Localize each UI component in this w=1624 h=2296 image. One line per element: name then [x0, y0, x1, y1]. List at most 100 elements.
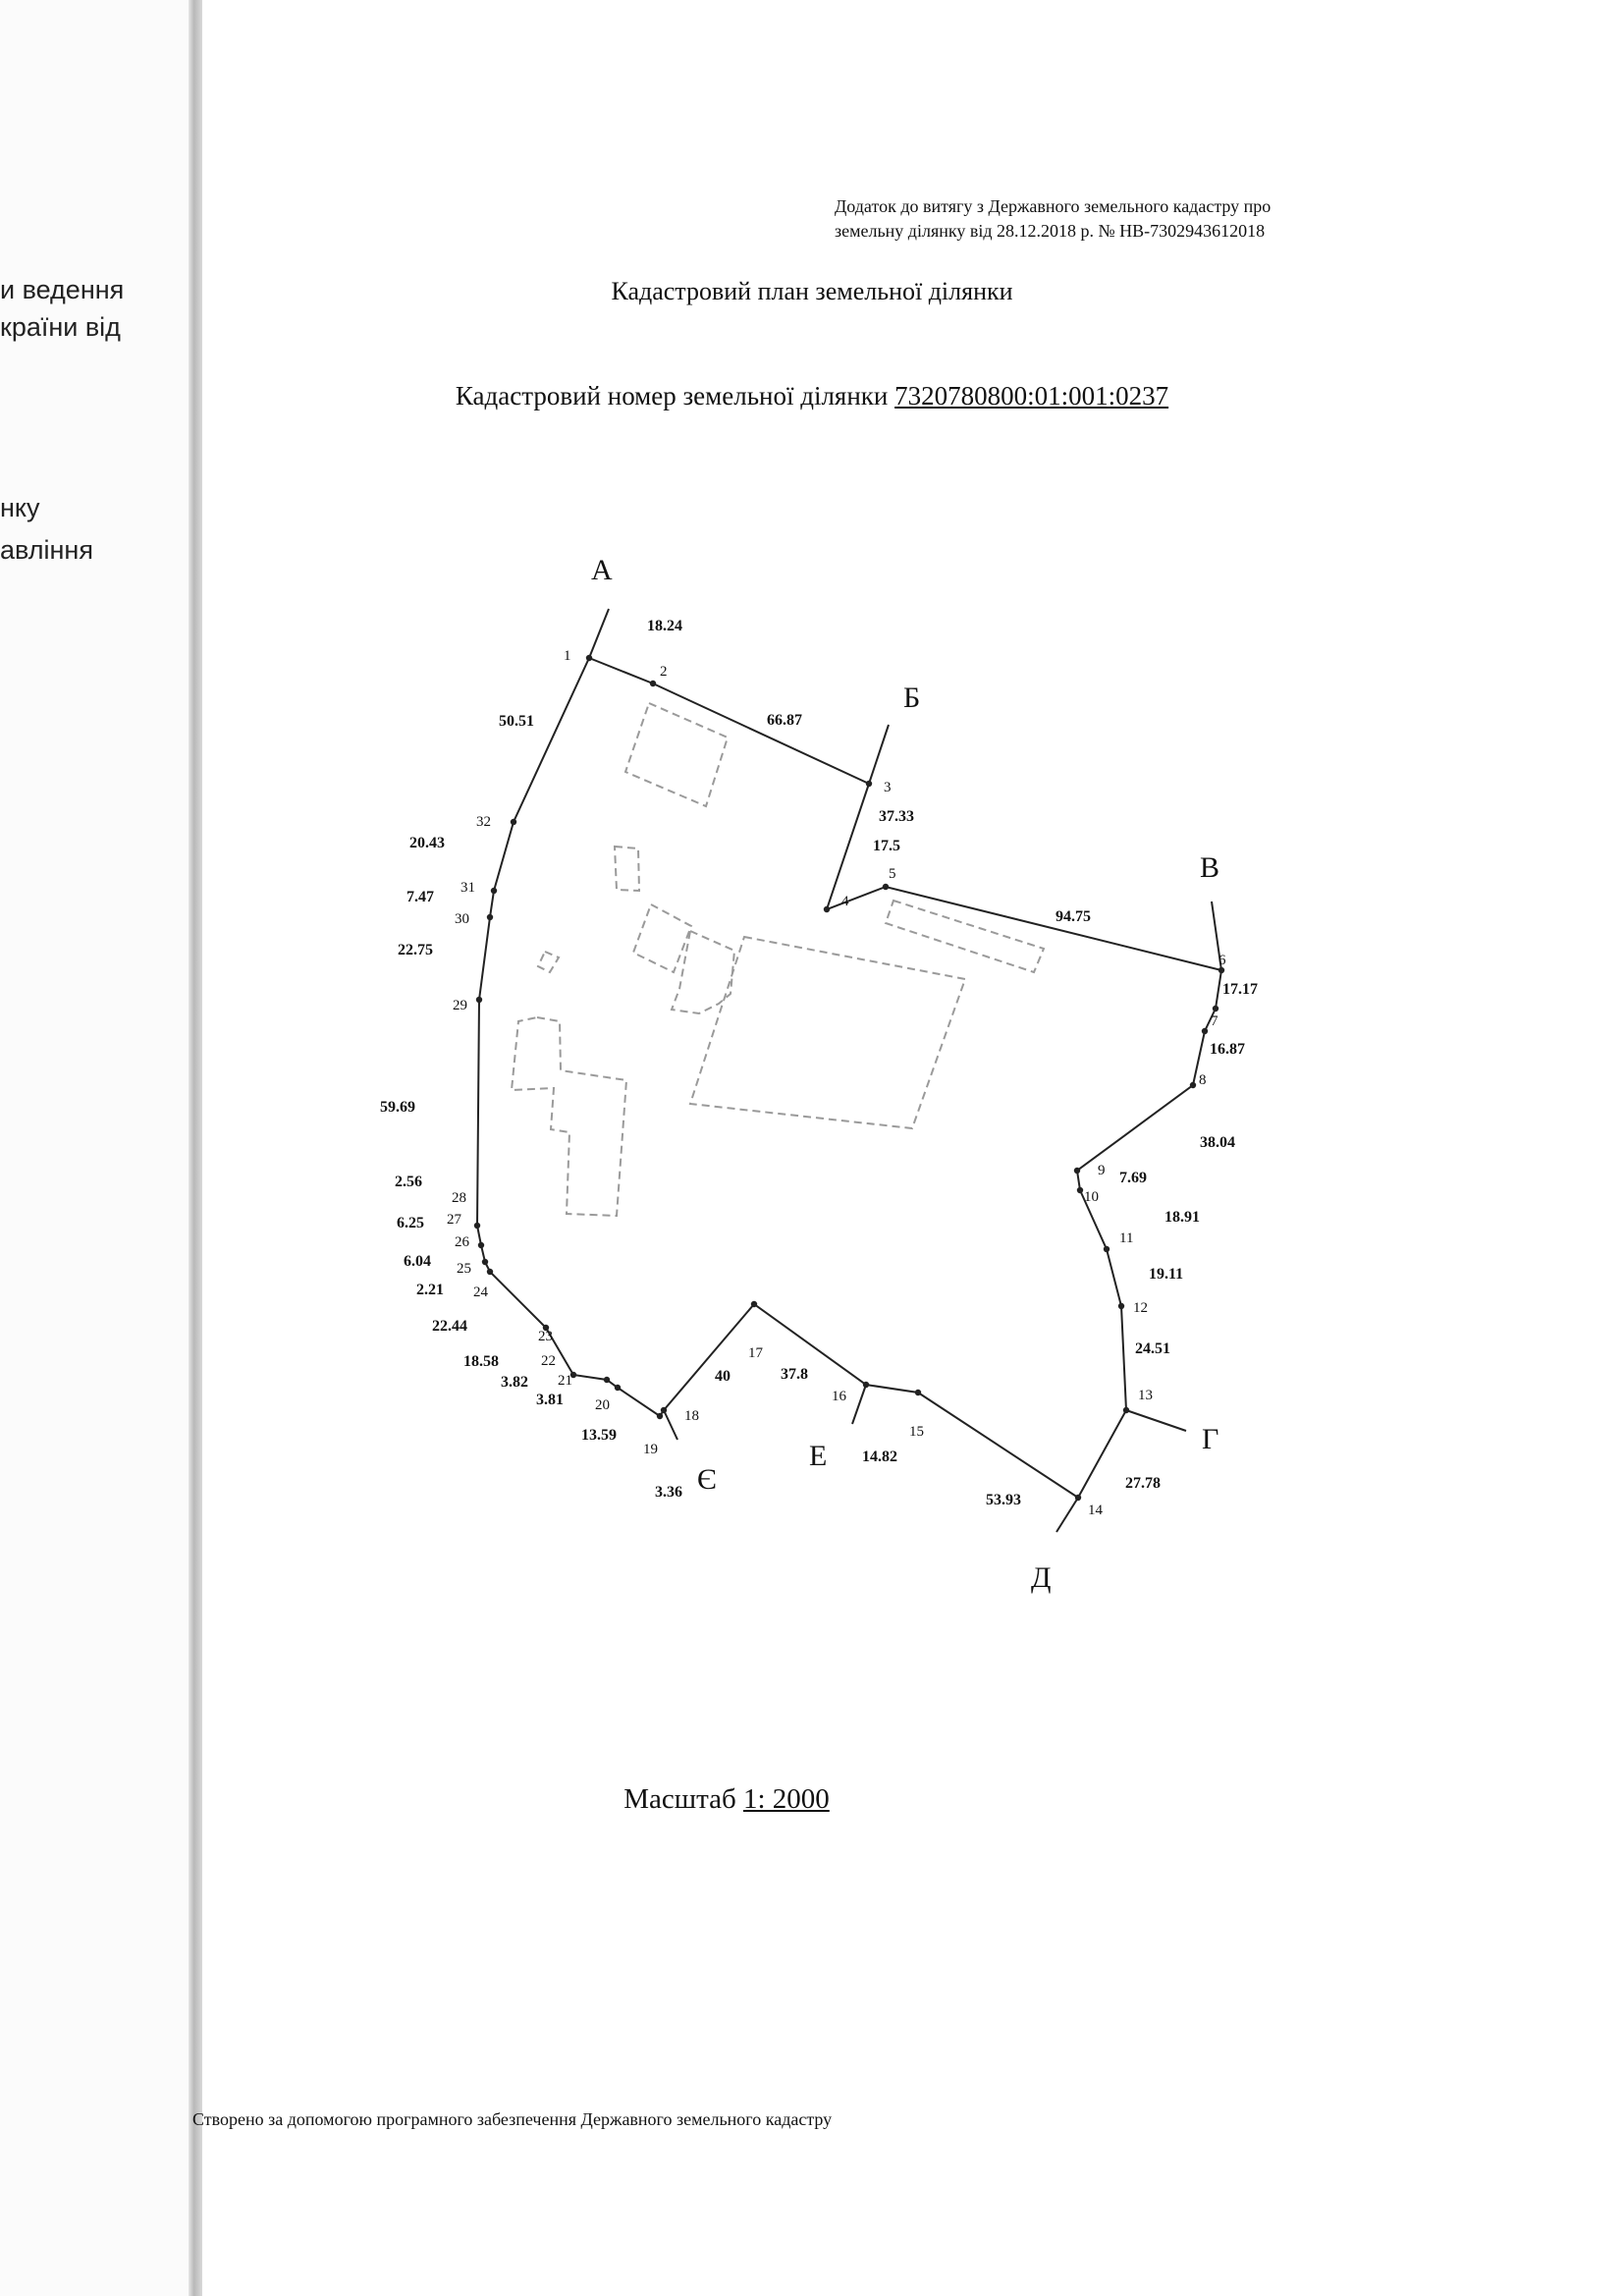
- boundary-point-label: 1: [564, 648, 571, 664]
- document-title: Кадастровий план земельної ділянки: [611, 277, 1013, 305]
- neighbor-boundary-line: [1125, 1409, 1187, 1432]
- segment-length-label: 37.33: [879, 808, 914, 825]
- neighbor-letter-label: В: [1200, 851, 1219, 884]
- segment-length-label: 18.91: [1164, 1209, 1200, 1226]
- boundary-point-marker: [569, 1371, 577, 1379]
- boundary-point-label: 11: [1119, 1230, 1133, 1246]
- neighbor-letter-label: Б: [903, 682, 920, 714]
- neighbor-letter-label: Е: [809, 1440, 827, 1472]
- scale-line: Масштаб 1: 2000: [0, 1783, 1453, 1816]
- previous-page-text: нку: [0, 493, 40, 522]
- building-outline: [510, 1015, 628, 1218]
- boundary-point-label: 27: [447, 1212, 462, 1228]
- page-fold-shadow: [189, 0, 202, 2296]
- boundary-point-label: 5: [889, 866, 896, 882]
- building-outline: [884, 899, 1046, 974]
- boundary-point-label: 16: [832, 1389, 847, 1404]
- segment-length-label: 24.51: [1135, 1340, 1170, 1357]
- boundary-point-marker: [603, 1376, 611, 1384]
- addendum-line: Додаток до витягу з Державного земельног…: [835, 196, 1272, 216]
- neighbor-boundary-line: [1211, 901, 1222, 971]
- segment-length-label: 66.87: [767, 712, 802, 729]
- segment-length-label: 14.82: [862, 1449, 897, 1465]
- parcel-boundary: [475, 656, 1223, 1500]
- segment-length-label: 3.81: [536, 1392, 564, 1408]
- building-outline: [670, 929, 736, 1015]
- segment-length-label: 7.69: [1119, 1170, 1147, 1186]
- boundary-point-marker: [1074, 1494, 1082, 1502]
- boundary-point-marker: [486, 913, 494, 921]
- boundary-point-label: 22: [541, 1353, 556, 1369]
- previous-page-text: країни від: [0, 312, 121, 342]
- boundary-point-label: 21: [558, 1373, 572, 1389]
- building-outline: [613, 845, 641, 893]
- boundary-point-marker: [585, 654, 593, 662]
- boundary-point-marker: [477, 1241, 485, 1249]
- neighbor-boundary-line: [1056, 1497, 1079, 1533]
- segment-length-label: 59.69: [380, 1099, 415, 1116]
- boundary-point-marker: [1117, 1302, 1125, 1310]
- boundary-point-marker: [614, 1384, 622, 1392]
- boundary-point-label: 32: [476, 814, 491, 830]
- boundary-point-label: 31: [460, 880, 475, 896]
- boundary-point-marker: [1201, 1027, 1209, 1035]
- segment-length-label: 3.82: [501, 1374, 528, 1391]
- segment-length-label: 50.51: [499, 713, 534, 730]
- boundary-point-label: 26: [455, 1234, 470, 1250]
- boundary-point-marker: [914, 1389, 922, 1396]
- cadastral-number-line: Кадастровий номер земельної ділянки 7320…: [0, 381, 1624, 411]
- boundary-point-marker: [1218, 966, 1225, 974]
- boundary-point-label: 2: [660, 664, 668, 680]
- building-outline: [631, 902, 693, 974]
- boundary-point-label: 30: [455, 911, 469, 927]
- boundary-point-marker: [823, 905, 831, 913]
- previous-page-text: авління: [0, 535, 93, 565]
- boundary-point-label: 15: [909, 1424, 924, 1440]
- neighbor-boundary-line: [851, 1384, 867, 1425]
- boundary-point-label: 19: [643, 1442, 658, 1457]
- segment-length-label: 19.11: [1149, 1266, 1183, 1283]
- building-outlines: [510, 701, 1046, 1218]
- boundary-point-label: 24: [473, 1285, 489, 1300]
- segment-length-label: 3.36: [655, 1484, 682, 1501]
- boundary-point-marker: [660, 1406, 668, 1414]
- boundary-point-label: 17: [748, 1345, 764, 1361]
- segment-length-label: 22.75: [398, 942, 433, 958]
- plan-labels: 1234567891011121314151617181920212223242…: [380, 554, 1258, 1594]
- boundary-point-marker: [750, 1300, 758, 1308]
- boundary-point-marker: [1073, 1167, 1081, 1175]
- boundary-point-marker: [473, 1222, 481, 1230]
- boundary-point-marker: [1122, 1406, 1130, 1414]
- boundary-lines: [475, 608, 1223, 1533]
- boundary-point-marker: [481, 1258, 489, 1266]
- segment-length-label: 13.59: [581, 1427, 617, 1444]
- neighbor-boundary-line: [868, 724, 890, 785]
- boundary-point-label: 9: [1098, 1163, 1106, 1178]
- previous-page-text: и ведення: [0, 275, 125, 304]
- boundary-point-marker: [865, 780, 873, 788]
- segment-length-label: 20.43: [409, 835, 445, 851]
- boundary-point-label: 28: [452, 1190, 466, 1206]
- segment-length-label: 18.24: [647, 618, 682, 634]
- boundary-point-label: 12: [1133, 1300, 1148, 1316]
- segment-length-label: 7.47: [406, 889, 434, 905]
- boundary-point-label: 10: [1084, 1189, 1099, 1205]
- boundary-point-label: 14: [1088, 1503, 1104, 1518]
- segment-length-label: 27.78: [1125, 1475, 1161, 1492]
- previous-page-strip: и ведення країни від нку авління: [0, 0, 189, 2296]
- segment-length-label: 17.17: [1222, 981, 1258, 998]
- software-footer: Створено за допомогою програмного забезп…: [192, 2109, 833, 2129]
- addendum-header: Додаток до витягу з Державного земельног…: [835, 194, 1271, 244]
- boundary-points: [473, 654, 1225, 1502]
- segment-length-label: 18.58: [463, 1353, 499, 1370]
- boundary-point-label: 8: [1199, 1072, 1207, 1088]
- boundary-point-label: 29: [453, 998, 467, 1013]
- segment-length-label: 37.8: [781, 1366, 808, 1383]
- boundary-point-label: 13: [1138, 1388, 1153, 1403]
- cadastral-label: Кадастровий номер земельної ділянки: [455, 381, 889, 410]
- building-outline: [623, 701, 730, 808]
- boundary-point-marker: [486, 1268, 494, 1276]
- boundary-point-marker: [490, 887, 498, 895]
- boundary-point-marker: [1076, 1186, 1084, 1194]
